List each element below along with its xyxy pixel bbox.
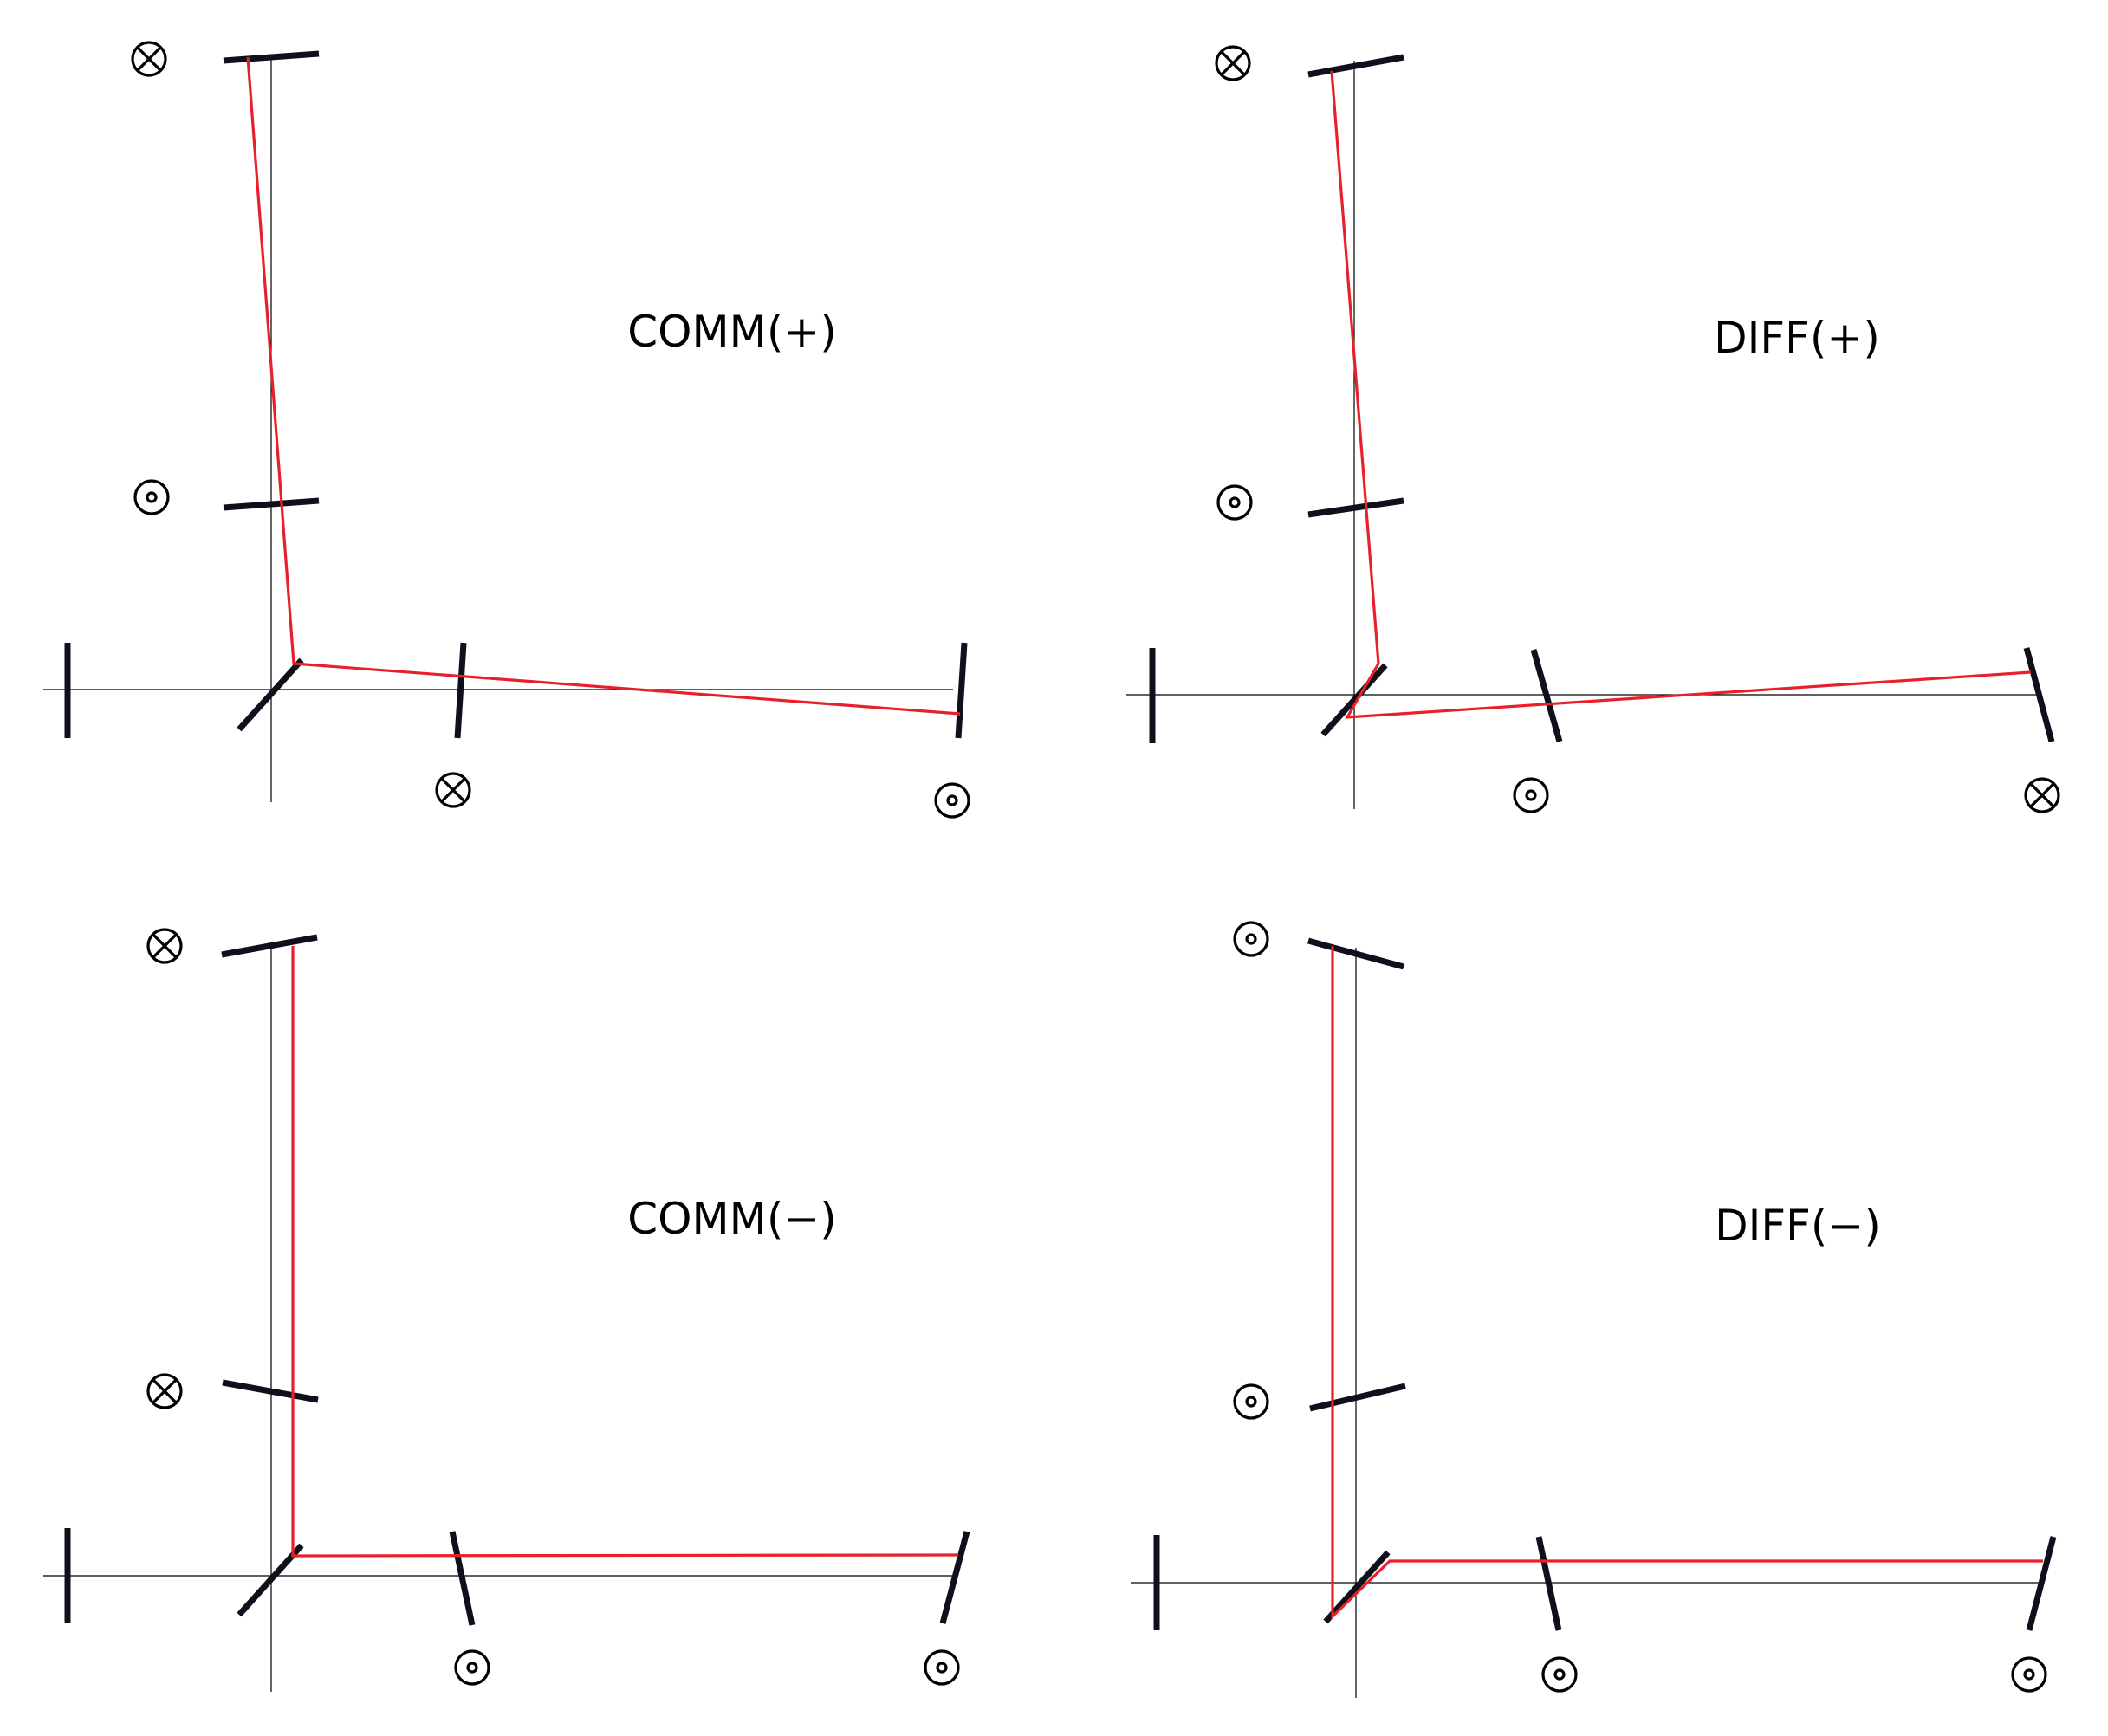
- symbol-cross-stroke: [440, 777, 466, 803]
- x-end-mirror: [2026, 1536, 2057, 1631]
- x-input-mirror-symbol-odot-icon: [1541, 1656, 1578, 1693]
- symbol-dot-ring: [1245, 933, 1257, 945]
- panel-comm-plus: COMM(+): [43, 41, 970, 819]
- y-input-mirror: [223, 497, 320, 511]
- y-end-mirror-symbol-otimes-icon: [146, 928, 183, 964]
- y-end-mirror: [223, 50, 320, 64]
- x-input-mirror: [449, 1531, 476, 1626]
- panel-diff-plus: DIFF(+): [1126, 45, 2060, 813]
- laser-beam-path: [1331, 946, 2043, 1620]
- x-end-mirror: [955, 642, 968, 739]
- x-end-mirror: [2023, 647, 2055, 742]
- x-input-mirror: [1535, 1536, 1562, 1631]
- beam-splitter: [237, 657, 304, 732]
- beam-splitter: [1320, 663, 1388, 737]
- symbol-dot-ring: [1553, 1668, 1566, 1681]
- y-input-mirror: [222, 1379, 319, 1403]
- x-input-mirror: [454, 642, 467, 739]
- y-end-mirror-symbol-otimes-icon: [131, 41, 167, 77]
- y-input-mirror: [1307, 497, 1404, 518]
- symbol-dot-ring: [1525, 789, 1537, 801]
- panel-label-diff-plus: DIFF(+): [1714, 313, 1880, 363]
- symbol-dot-ring: [936, 1662, 948, 1674]
- beam-splitter: [237, 1543, 304, 1617]
- y-input-mirror-symbol-odot-icon: [133, 479, 170, 515]
- panel-comm-minus: COMM(−): [43, 928, 970, 1692]
- x-end-mirror-symbol-odot-icon: [934, 782, 970, 819]
- y-input-mirror-symbol-odot-icon: [1233, 1383, 1269, 1420]
- y-end-mirror-symbol-odot-icon: [1233, 921, 1269, 957]
- x-input-mirror-symbol-odot-icon: [1513, 777, 1549, 813]
- symbol-dot-ring: [946, 794, 958, 806]
- symbol-cross-stroke: [2029, 782, 2055, 808]
- x-input-mirror-symbol-odot-icon: [454, 1649, 490, 1686]
- laser-beam-path: [246, 56, 961, 716]
- x-end-mirror-symbol-odot-icon: [924, 1649, 960, 1686]
- symbol-cross-stroke: [152, 1378, 178, 1404]
- y-input-mirror: [1309, 1383, 1406, 1412]
- beam-splitter: [1323, 1550, 1391, 1624]
- y-end-mirror: [1307, 937, 1404, 970]
- symbol-cross-stroke: [136, 46, 162, 72]
- y-end-mirror: [1307, 54, 1404, 78]
- laser-beam-path: [291, 946, 959, 1558]
- x-input-mirror-symbol-otimes-icon: [435, 772, 471, 808]
- x-input-mirror: [1530, 649, 1563, 742]
- symbol-dot-ring: [1229, 496, 1241, 508]
- y-input-mirror-symbol-odot-icon: [1216, 484, 1253, 521]
- panel-label-diff-minus: DIFF(−): [1715, 1201, 1881, 1251]
- x-end-mirror-symbol-otimes-icon: [2024, 777, 2060, 813]
- symbol-dot-ring: [146, 491, 158, 503]
- x-end-mirror-symbol-odot-icon: [2011, 1656, 2047, 1693]
- laser-beam-path: [1330, 70, 2032, 719]
- panel-label-comm-minus: COMM(−): [627, 1194, 836, 1244]
- symbol-cross-stroke: [1220, 50, 1246, 76]
- panel-diff-minus: DIFF(−): [1131, 921, 2057, 1698]
- symbol-cross-stroke: [152, 933, 178, 959]
- y-end-mirror-symbol-otimes-icon: [1215, 45, 1251, 81]
- x-end-mirror: [939, 1531, 970, 1624]
- y-end-mirror: [221, 934, 318, 958]
- symbol-dot-ring: [1245, 1396, 1257, 1408]
- y-input-mirror-symbol-otimes-icon: [146, 1373, 183, 1409]
- symbol-dot-ring: [466, 1662, 478, 1674]
- symbol-dot-ring: [2023, 1668, 2035, 1681]
- panel-label-comm-plus: COMM(+): [627, 307, 836, 357]
